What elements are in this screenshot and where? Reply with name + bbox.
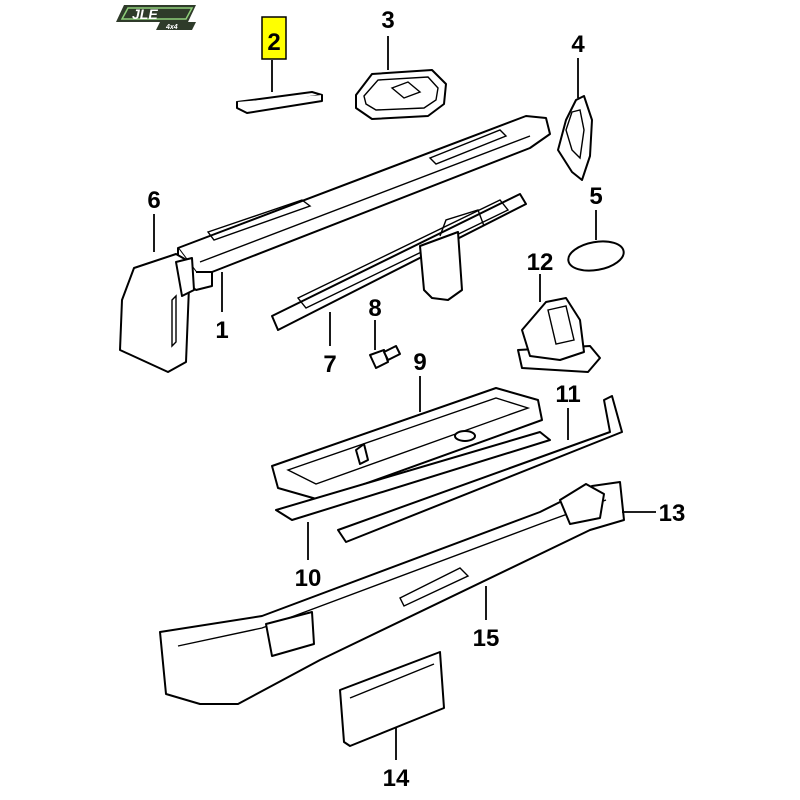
logo-text: JLE xyxy=(132,6,158,22)
part-8-bolt xyxy=(369,345,401,369)
callout-10: 10 xyxy=(295,565,322,592)
callout-8: 8 xyxy=(368,295,381,322)
part-12-bracket xyxy=(517,297,601,373)
callout-4: 4 xyxy=(571,31,585,58)
part-10-pad xyxy=(275,431,551,521)
part-5-oval-cover xyxy=(567,240,625,272)
callout-labels: 2 3 4 5 6 1 7 8 9 11 12 13 10 15 14 xyxy=(147,7,685,792)
part-15-lower-console xyxy=(159,481,625,705)
callout-5: 5 xyxy=(589,183,602,210)
part-4-side-trim xyxy=(557,95,593,181)
leader-lines xyxy=(153,36,656,760)
callout-11: 11 xyxy=(555,381,580,408)
callout-3: 3 xyxy=(381,7,394,34)
callout-2: 2 xyxy=(267,29,280,56)
callout-2-highlight xyxy=(261,16,287,60)
part-11-rail xyxy=(337,395,623,543)
callout-12: 12 xyxy=(527,249,554,276)
part-9-tray xyxy=(271,387,543,501)
part-14-pocket xyxy=(339,651,445,747)
part-7-trim-panel xyxy=(271,193,527,331)
part-2-trim-strip xyxy=(236,91,323,114)
callout-1: 1 xyxy=(215,317,228,344)
callout-9: 9 xyxy=(413,349,426,376)
callout-13: 13 xyxy=(659,500,686,527)
part-6-end-cap xyxy=(119,253,195,373)
callout-15: 15 xyxy=(473,625,500,652)
callout-7: 7 xyxy=(323,351,336,378)
callout-6: 6 xyxy=(147,187,160,214)
logo-subtext: 4x4 xyxy=(165,24,178,31)
jle-logo: JLE 4x4 xyxy=(116,5,196,31)
callout-14: 14 xyxy=(383,765,410,792)
part-3-lamp-housing xyxy=(355,69,447,120)
